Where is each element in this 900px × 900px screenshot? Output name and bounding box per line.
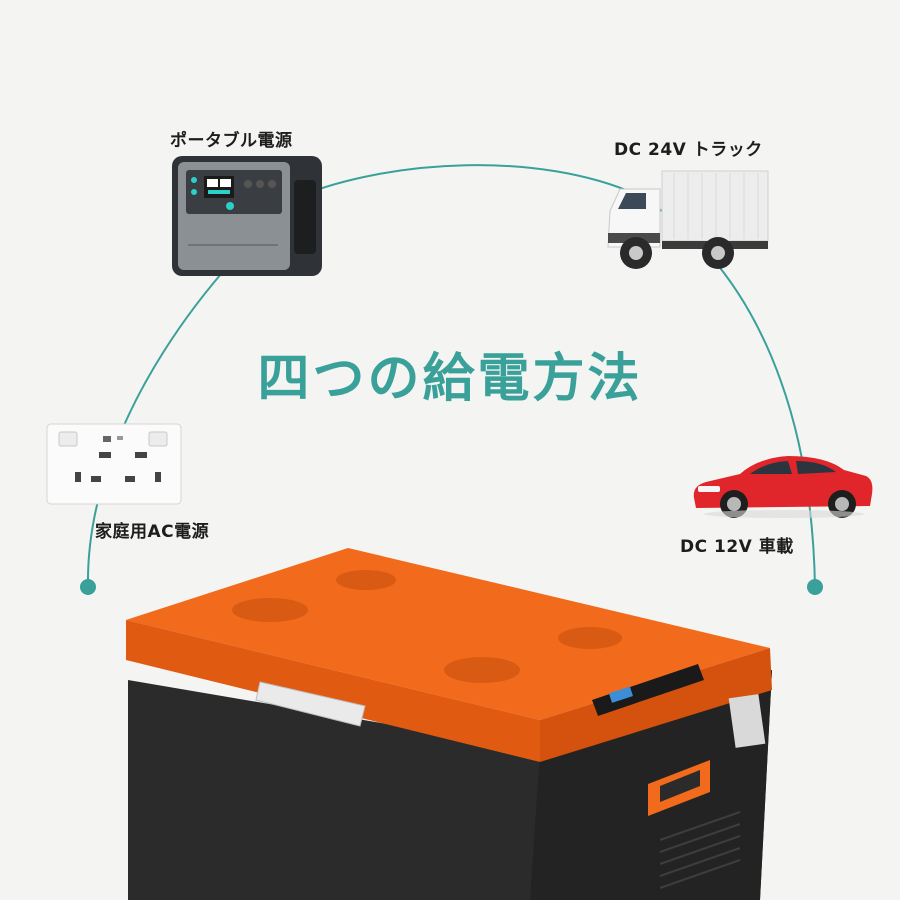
headline: 四つの給電方法 (257, 349, 643, 409)
truck-label: DC 24V トラック (614, 140, 763, 160)
car-label: DC 12V 車載 (680, 537, 794, 557)
portable-power-label: ポータブル電源 (170, 131, 293, 151)
truck-icon (607, 170, 769, 269)
portable-fridge-cooler-icon (126, 548, 772, 900)
arc-endpoint-right (807, 579, 823, 595)
wall-outlet-icon (46, 423, 182, 505)
car-icon (693, 456, 873, 518)
arc-endpoint-left (80, 579, 96, 595)
portable-power-station-icon (172, 156, 322, 276)
household-ac-label: 家庭用AC電源 (95, 522, 210, 542)
